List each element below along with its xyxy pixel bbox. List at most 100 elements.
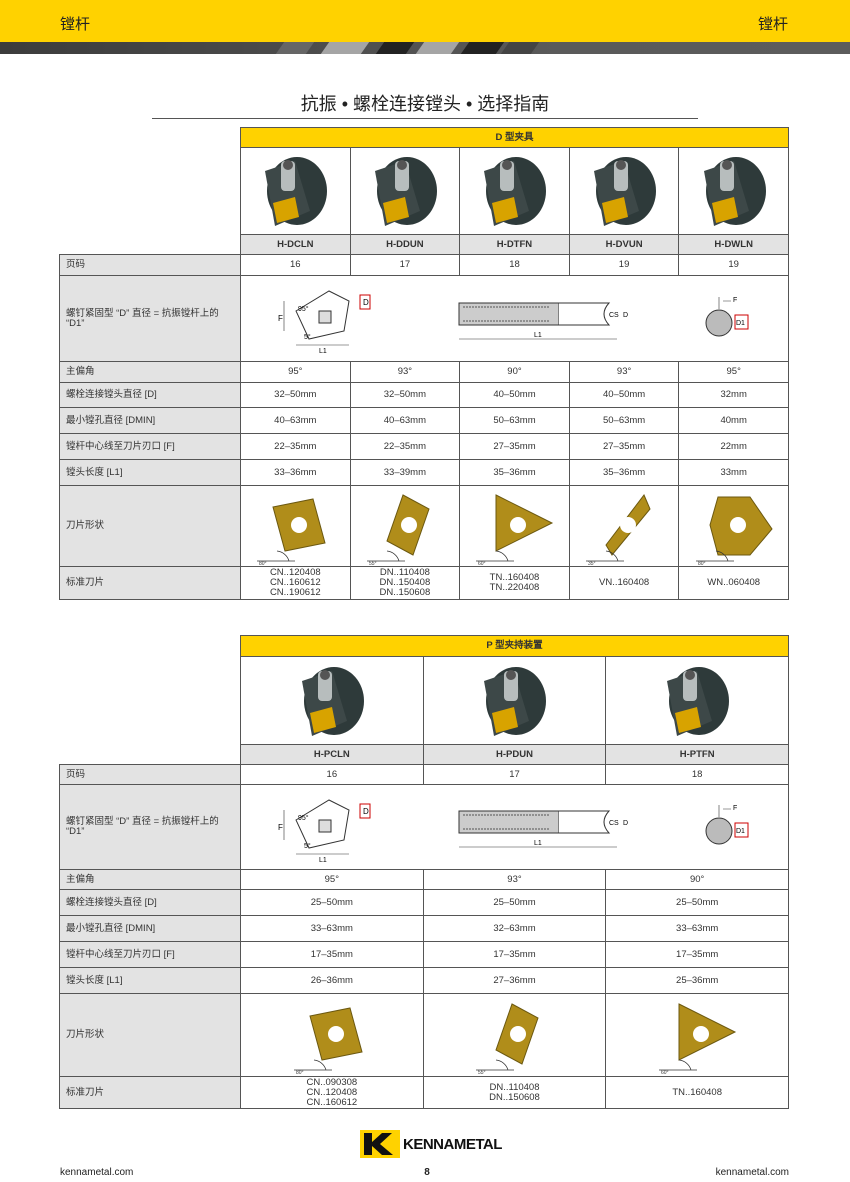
insert-angle-label: 80° (259, 561, 267, 567)
standard-inserts: VN..160408 (568, 566, 680, 600)
cell-lead: 95° (678, 361, 789, 383)
row-label-page: 页码 (59, 254, 241, 276)
row-label-text: 镗杆中心线至刀片刃口 [F] (66, 440, 175, 452)
model-name[interactable]: H-DTFN (459, 234, 570, 255)
dim-f: F (733, 297, 737, 304)
insert-shape-vn: 35° (586, 494, 651, 567)
cell-page: 17 (422, 764, 607, 785)
cell-f: 17–35mm (240, 941, 424, 968)
insert-angle-label: 60° (661, 1070, 669, 1076)
insert-code: DN..110408 (379, 567, 430, 578)
cell-lead: 93° (349, 361, 461, 383)
toolholder-image (484, 157, 547, 226)
toolholder-image (703, 157, 766, 226)
insert-shape-cell: 35° (568, 485, 680, 567)
toolholder-image-cell (568, 147, 680, 235)
model-name[interactable]: H-DWLN (678, 234, 789, 255)
toolholder-image-cell (422, 656, 607, 745)
model-name-text: H-PDUN (496, 748, 533, 760)
cell-f: 17–35mm (605, 941, 789, 968)
logo-text: KENNAMETAL (403, 1135, 502, 1153)
cell-page: 17 (349, 254, 461, 276)
row-label-text: 螺钉紧固型 “D” 直径 = 抗振镗杆上的 “D1” (66, 307, 219, 329)
model-name[interactable]: H-DCLN (240, 234, 351, 255)
model-name-text: H-DTFN (496, 238, 533, 250)
row-label-dmin: 最小镗孔直径 [DMIN] (59, 915, 241, 942)
page-title: 抗振 • 螺栓连接镗头 • 选择指南 (300, 94, 550, 114)
row-label-std: 标准刀片 (59, 566, 241, 600)
cell-d: 25–50mm (422, 889, 607, 916)
insert-code: DN..150408 (379, 577, 431, 588)
dim-angle-5: 5° (304, 842, 311, 850)
cell-lead: 90° (459, 361, 570, 383)
insert-angle-label: 80° (698, 561, 706, 567)
dim-l1: L1 (534, 332, 542, 339)
cell-f: 27–35mm (459, 433, 570, 460)
model-name-text: H-DDUN (386, 238, 424, 250)
toolholder-image-cell (605, 656, 789, 745)
cell-l1: 33–36mm (240, 459, 351, 486)
model-name-text: H-PCLN (313, 748, 350, 760)
title-divider (152, 118, 698, 119)
cell-value: 18 (691, 768, 703, 780)
model-name[interactable]: H-DDUN (349, 234, 461, 255)
model-name[interactable]: H-PDUN (422, 744, 607, 765)
cell-value: 22mm (720, 440, 747, 452)
cell-value: 25–50mm (310, 896, 353, 908)
dim-f: F (733, 805, 737, 812)
kennametal-logo: KENNAMETAL (360, 1130, 502, 1158)
insert-code: CN..160612 (269, 577, 321, 588)
insert-code: TN..160408 (672, 1086, 722, 1098)
cell-f: 17–35mm (422, 941, 607, 968)
insert-shape-cell: 80° (678, 485, 789, 567)
row-label-lead: 主偏角 (59, 361, 241, 383)
cell-value: 33–63mm (676, 922, 719, 934)
insert-code: CN..160612 (306, 1096, 358, 1108)
row-label-f: 镗杆中心线至刀片刃口 [F] (59, 941, 241, 968)
insert-code: VN..160408 (599, 577, 650, 588)
toolholder-image (667, 666, 730, 736)
row-label-text: 页码 (66, 768, 86, 780)
row-label-text: 页码 (66, 259, 86, 270)
footer-link-left[interactable]: kennametal.com (60, 1167, 134, 1178)
logo-k-icon (360, 1130, 400, 1158)
insert-shape-cell: 55° (422, 993, 607, 1077)
cell-value: 93° (397, 366, 413, 377)
cell-f: 22–35mm (240, 433, 351, 460)
cell-page: 16 (240, 254, 351, 276)
row-label-text: 标准刀片 (66, 1086, 105, 1098)
cell-value: 17 (399, 259, 411, 270)
insert-code: CN..090308 (306, 1076, 358, 1088)
row-label-text: 镗头长度 [L1] (66, 466, 123, 478)
cell-l1: 25–36mm (605, 967, 789, 994)
insert-code: DN..150608 (489, 1091, 540, 1103)
row-label-text: 螺栓连接镗头直径 [D] (66, 896, 157, 908)
cell-value: 18 (509, 259, 520, 270)
standard-inserts: WN..060408 (678, 566, 789, 600)
cell-value: 25–50mm (493, 896, 536, 908)
cell-value: 33–36mm (274, 466, 317, 478)
model-name-text: H-PTFN (679, 748, 715, 760)
footer-link-right[interactable]: kennametal.com (715, 1167, 789, 1178)
row-label-std: 标准刀片 (59, 1076, 241, 1109)
cell-value: 50–63mm (602, 414, 646, 426)
header-left: 镗杆 (60, 16, 91, 33)
row-label-text: 最小镗孔直径 [DMIN] (66, 414, 156, 426)
insert-code: CN..120408 (306, 1086, 358, 1098)
model-name[interactable]: H-PTFN (605, 744, 789, 765)
cell-page: 18 (605, 764, 789, 785)
toolholder-image (374, 157, 437, 226)
cell-value: 93° (616, 366, 632, 377)
row-label-text: 主偏角 (66, 873, 95, 885)
cell-lead: 93° (422, 869, 607, 890)
cell-value: 19 (728, 259, 739, 270)
insert-angle-label: 35° (588, 561, 596, 567)
cell-value: 32–63mm (493, 922, 536, 934)
model-name[interactable]: H-PCLN (240, 744, 424, 765)
model-name[interactable]: H-DVUN (568, 234, 680, 255)
dim-cs: CS (609, 820, 619, 827)
